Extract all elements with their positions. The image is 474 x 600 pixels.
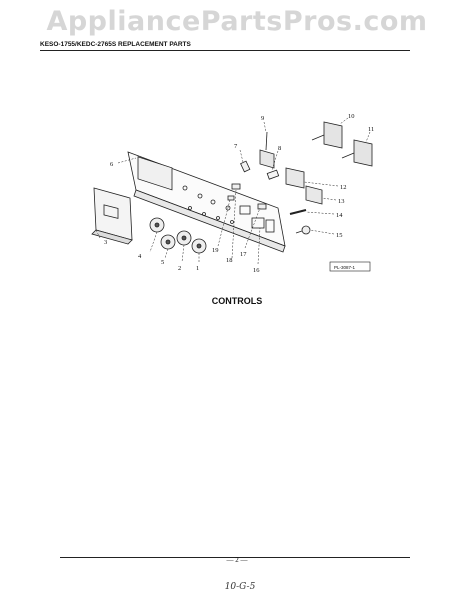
reference-code: PL-3087-1 (334, 265, 356, 270)
rod-14 (289, 209, 307, 215)
section-title: CONTROLS (211, 296, 263, 306)
callout-14: 14 (336, 212, 343, 219)
callout-8: 8 (278, 145, 281, 152)
callout-17: 17 (240, 251, 247, 258)
callout-19: 19 (212, 247, 219, 254)
switch-13 (305, 185, 323, 205)
callout-9: 9 (261, 115, 264, 122)
switch-11 (353, 139, 373, 167)
clip-7 (240, 160, 251, 173)
callout-7: 7 (234, 143, 238, 150)
callout-1: 1 (196, 265, 199, 272)
watermark-logo: AppliancePartsPros.com (46, 6, 428, 37)
reference-code-box (329, 261, 371, 272)
callout-10: 10 (348, 113, 355, 120)
switch-9 (259, 149, 275, 169)
document-header: KESO-1755/KEDC-2765S REPLACEMENT PARTS (40, 41, 191, 48)
callout-13: 13 (338, 198, 345, 205)
switch-12 (285, 167, 305, 189)
callout-12: 12 (340, 184, 347, 191)
callout-16: 16 (253, 267, 260, 274)
bracket-8 (266, 169, 280, 180)
footer-rule (60, 557, 410, 558)
callout-15: 15 (336, 232, 343, 239)
handwritten-note: 10-G-5 (224, 582, 256, 592)
callout-5: 5 (161, 259, 164, 266)
callout-4: 4 (138, 253, 142, 260)
page-number: — 2 — (226, 556, 248, 564)
callout-18: 18 (226, 257, 233, 264)
switch-10 (323, 121, 343, 149)
callout-3: 3 (104, 239, 107, 246)
callout-2: 2 (178, 265, 181, 272)
lamp-15 (301, 225, 311, 235)
callout-11: 11 (368, 126, 374, 133)
callout-6: 6 (110, 161, 114, 168)
header-rule (40, 50, 410, 51)
